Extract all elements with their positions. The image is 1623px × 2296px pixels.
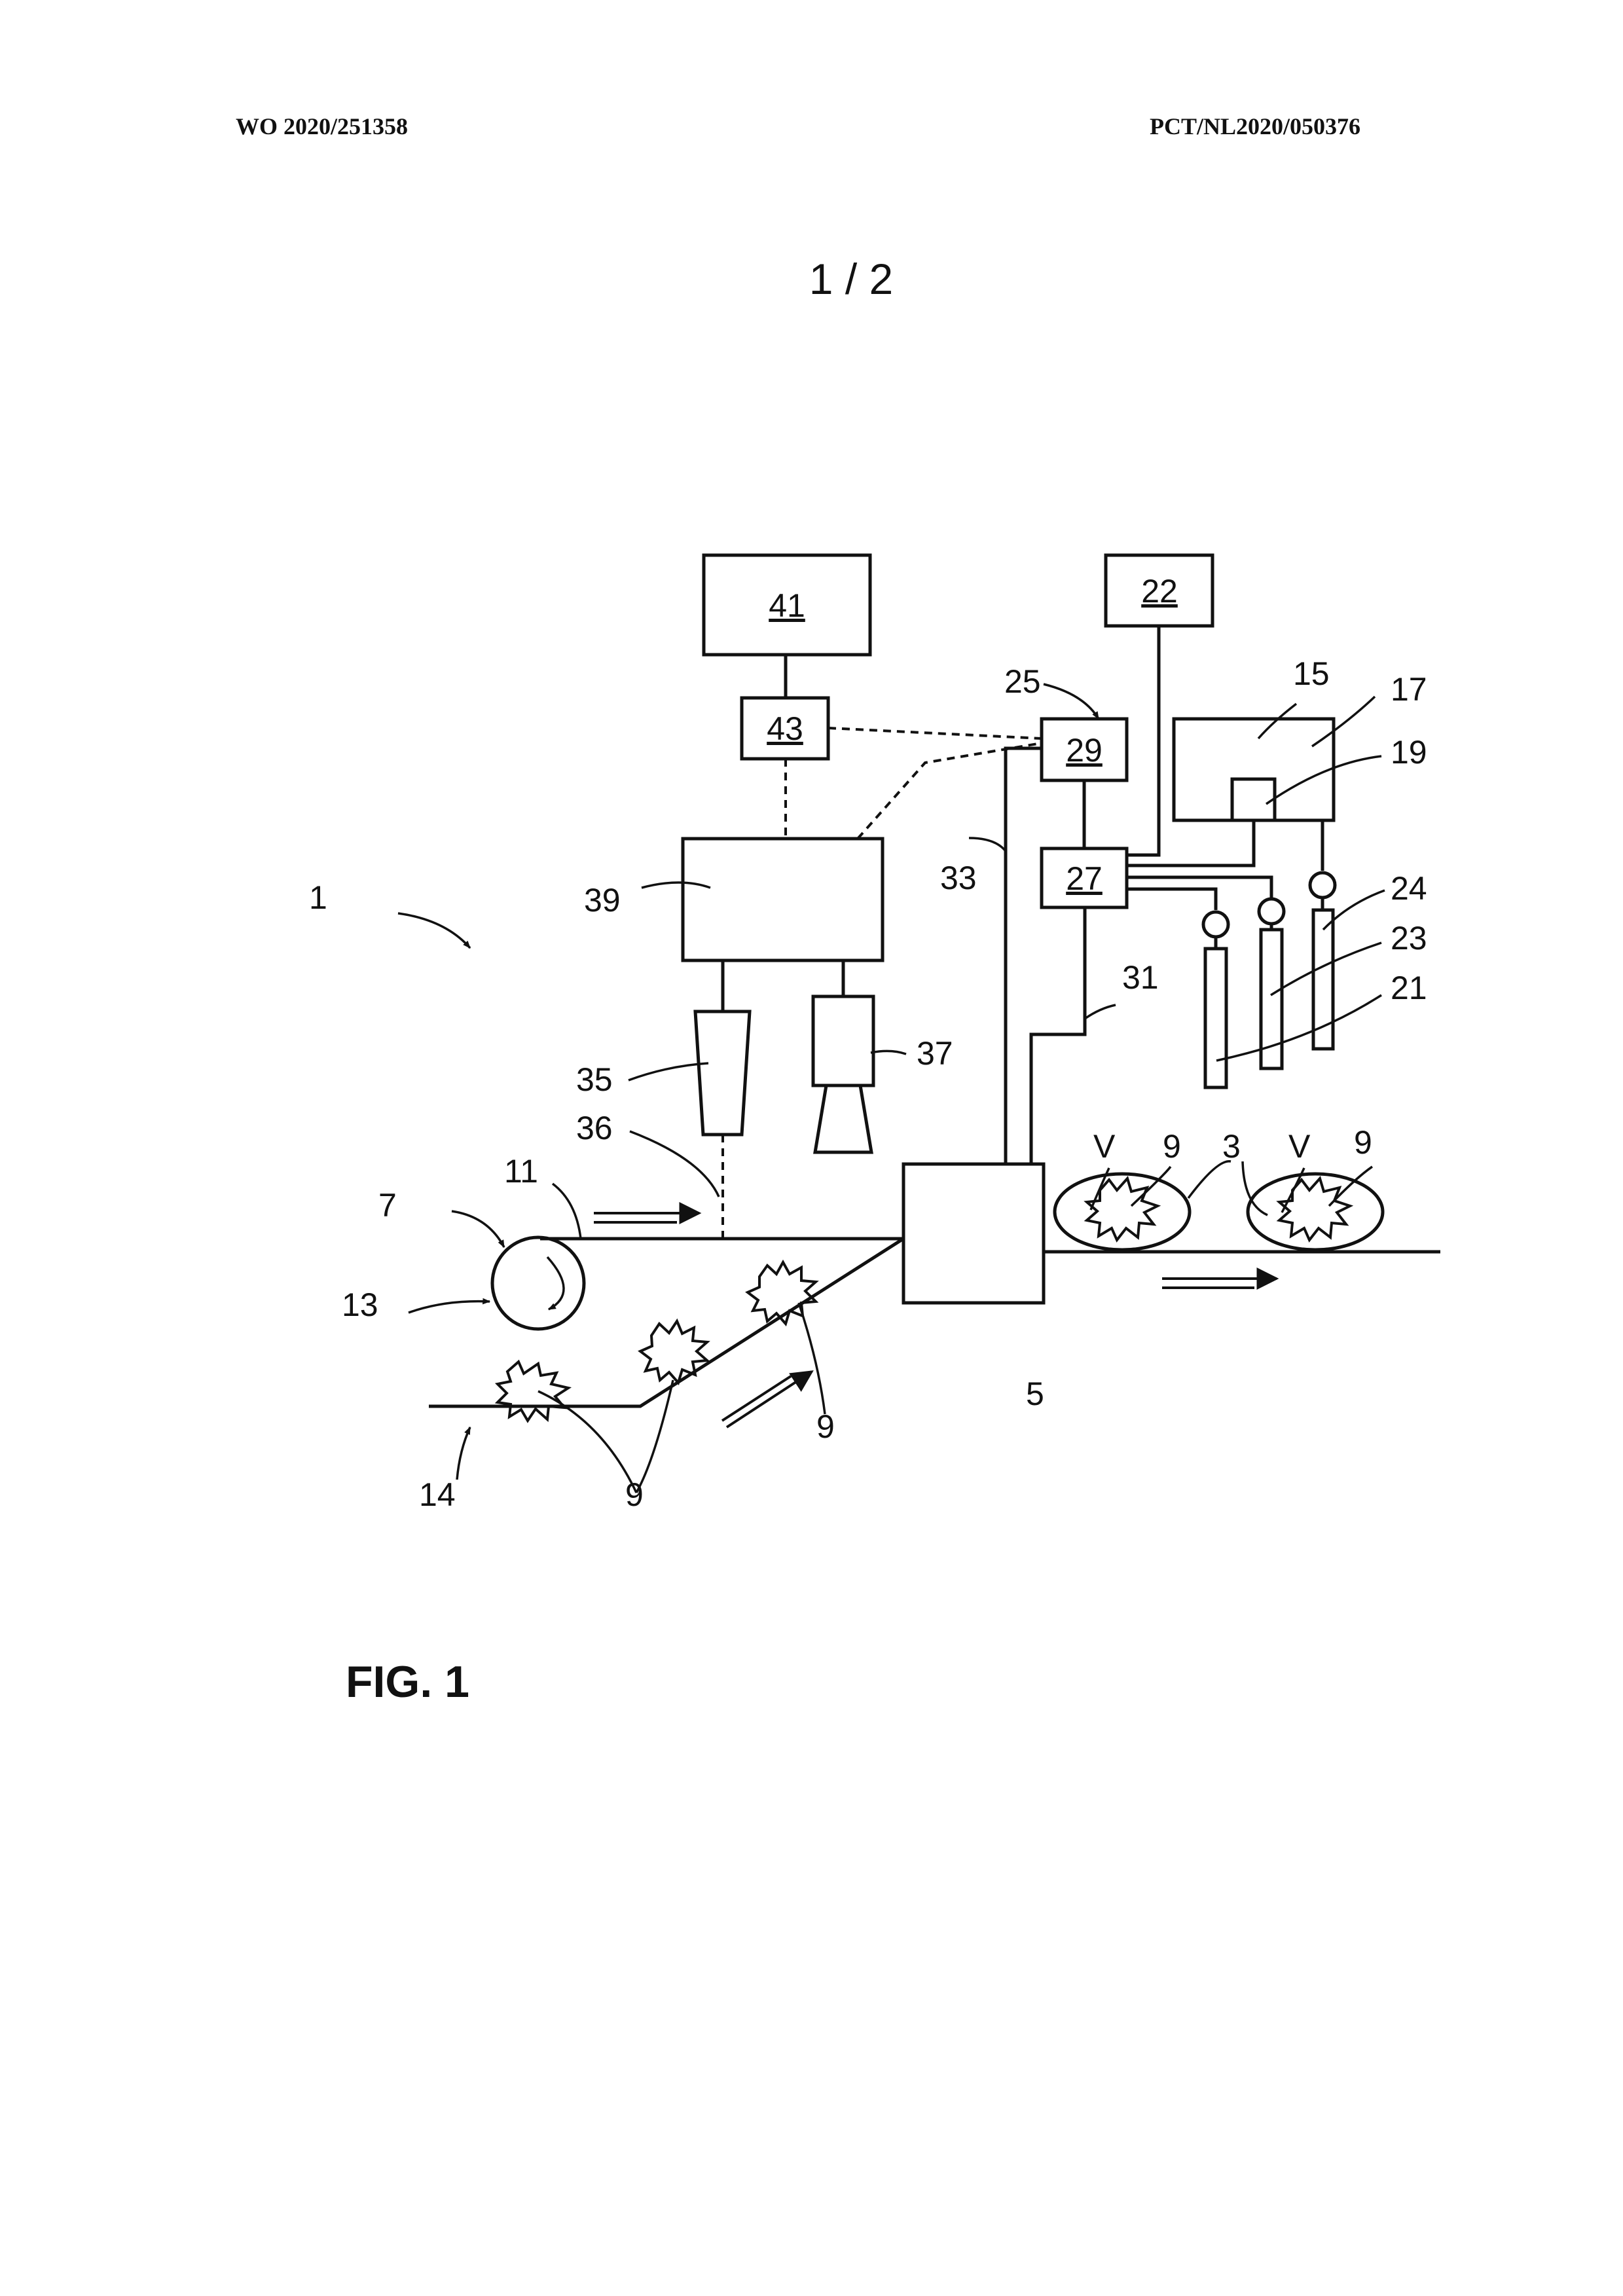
product-9-e (1279, 1178, 1350, 1240)
label-5: 5 (1026, 1376, 1044, 1412)
roller-7 (492, 1237, 584, 1329)
box-5 (903, 1164, 1044, 1303)
label-36: 36 (576, 1110, 613, 1146)
label-9-left-package: 9 (1163, 1128, 1181, 1165)
figure-label: FIG. 1 (346, 1656, 469, 1707)
label-13: 13 (342, 1286, 378, 1323)
label-19: 19 (1391, 734, 1427, 771)
label-9-right-package: 9 (1354, 1124, 1372, 1161)
box-15-17 (1174, 719, 1334, 820)
label-24: 24 (1391, 870, 1427, 907)
label-11: 11 (504, 1153, 538, 1190)
label-43: 43 (767, 710, 803, 747)
label-41: 41 (769, 587, 805, 624)
box-39 (683, 839, 883, 960)
product-9-a (498, 1362, 568, 1421)
label-14: 14 (419, 1476, 456, 1513)
label-29: 29 (1066, 732, 1103, 769)
product-9-b (640, 1321, 707, 1383)
label-39: 39 (584, 882, 621, 919)
label-V-left: V (1093, 1128, 1116, 1165)
label-15: 15 (1293, 655, 1330, 692)
label-1: 1 (309, 879, 327, 916)
label-22: 22 (1141, 573, 1178, 610)
label-25: 25 (1004, 663, 1041, 700)
label-27: 27 (1066, 860, 1103, 897)
label-9-bottom: 9 (625, 1476, 644, 1513)
label-33: 33 (940, 860, 977, 896)
label-7: 7 (378, 1187, 397, 1224)
label-17: 17 (1391, 671, 1427, 708)
product-9-d (1087, 1178, 1158, 1240)
label-23: 23 (1391, 920, 1427, 957)
tube-21 (1205, 949, 1226, 1087)
label-9-incline: 9 (816, 1408, 835, 1445)
tube-24 (1313, 910, 1333, 1049)
label-35: 35 (576, 1061, 613, 1098)
label-31: 31 (1122, 959, 1159, 996)
camera-37 (813, 996, 873, 1085)
label-3: 3 (1222, 1128, 1241, 1165)
box-19 (1232, 779, 1275, 820)
label-21: 21 (1391, 970, 1427, 1006)
sensor-35 (695, 1011, 750, 1135)
label-37: 37 (917, 1035, 953, 1072)
label-V-right: V (1288, 1128, 1311, 1165)
